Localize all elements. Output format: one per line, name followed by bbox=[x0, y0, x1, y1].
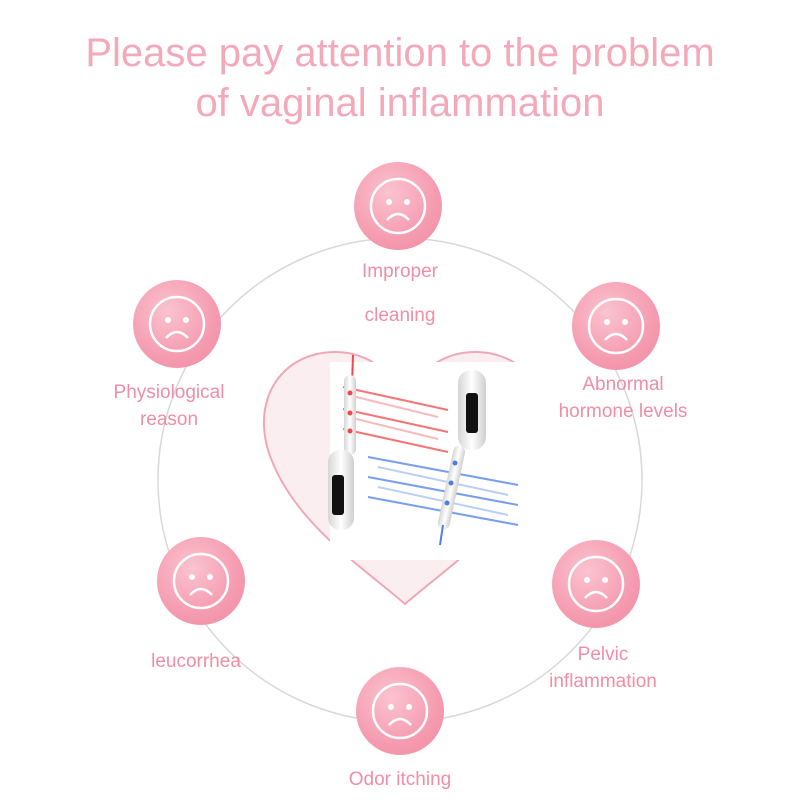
red-light-probe bbox=[328, 354, 356, 530]
label-improper-line1: Improper bbox=[361, 261, 439, 282]
label-improper-line2: cleaning bbox=[364, 305, 436, 326]
label-leucorrhea-line1: leucorrhea bbox=[151, 651, 241, 672]
sad-face-icon bbox=[354, 162, 442, 250]
sad-face-icon bbox=[572, 282, 660, 370]
blue-light-probe bbox=[437, 370, 486, 546]
red-light-beams bbox=[342, 386, 449, 453]
title-line-1: Please pay attention to the problem bbox=[85, 31, 715, 75]
label-abnormal-line2: hormone levels bbox=[558, 401, 688, 422]
label-physiological-reason: Physiological reason bbox=[94, 379, 244, 433]
label-physio-line1: Physiological bbox=[113, 382, 225, 403]
label-odor-itching: Odor itching bbox=[320, 766, 480, 793]
label-pelvic-line2: inflammation bbox=[549, 671, 657, 692]
label-pelvic-inflammation: Pelvic inflammation bbox=[528, 641, 678, 695]
label-odor-line1: Odor itching bbox=[348, 769, 452, 790]
page-title: Please pay attention to the problem of v… bbox=[0, 28, 800, 128]
device-illustration bbox=[328, 354, 519, 546]
sad-face-icon bbox=[552, 540, 640, 628]
label-abnormal-line1: Abnormal bbox=[582, 374, 664, 395]
label-physio-line2: reason bbox=[139, 409, 199, 430]
sad-face-icon bbox=[133, 280, 221, 368]
label-pelvic-line1: Pelvic bbox=[577, 644, 629, 665]
label-leucorrhea: leucorrhea bbox=[126, 648, 266, 675]
title-line-2: of vaginal inflammation bbox=[195, 81, 605, 125]
label-improper-cleaning: Improper cleaning bbox=[330, 258, 470, 329]
label-abnormal-hormone: Abnormal hormone levels bbox=[548, 371, 698, 425]
sad-face-icon bbox=[157, 537, 245, 625]
sad-face-icon bbox=[356, 667, 444, 755]
